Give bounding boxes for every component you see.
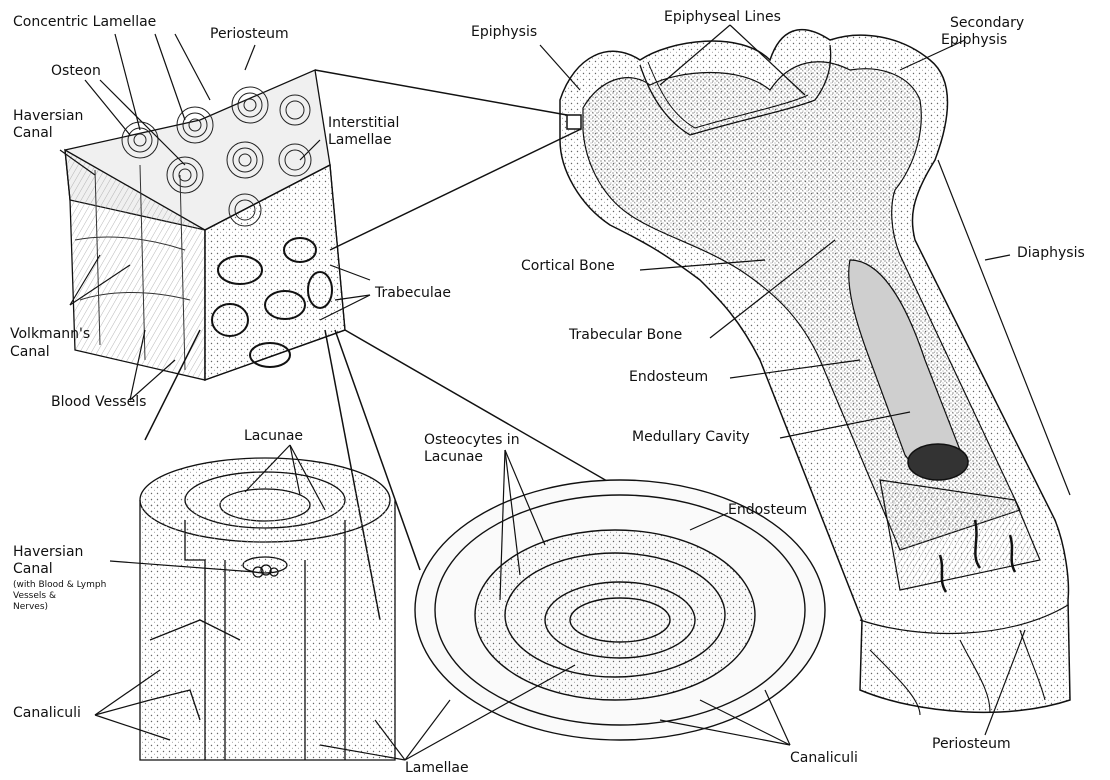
label-medullary-cavity: Medullary Cavity — [632, 429, 750, 446]
label-haversian-note-3: Nerves) — [13, 602, 48, 612]
label-cortical-bone: Cortical Bone — [521, 258, 615, 275]
label-haversian-canal-bottom-1: Haversian — [13, 544, 83, 561]
label-blood-vessels: Blood Vessels — [51, 394, 146, 411]
label-secondary-epiphysis-1: Secondary — [950, 15, 1024, 32]
label-secondary-epiphysis-2: Epiphysis — [941, 32, 1007, 49]
label-trabeculae: Trabeculae — [375, 285, 451, 302]
label-haversian-canal-bottom-2: Canal — [13, 561, 53, 578]
label-osteocytes-1: Osteocytes in — [424, 432, 520, 449]
label-lamellae: Lamellae — [405, 760, 469, 777]
label-periosteum-top: Periosteum — [210, 26, 289, 43]
label-epiphyseal-lines: Epiphyseal Lines — [664, 9, 781, 26]
label-haversian-canal-top-2: Canal — [13, 125, 53, 142]
label-epiphysis: Epiphysis — [471, 24, 537, 41]
label-osteon: Osteon — [51, 63, 101, 80]
label-lacunae: Lacunae — [244, 428, 303, 445]
label-haversian-note-1: (with Blood & Lymph — [13, 580, 106, 590]
label-diaphysis: Diaphysis — [1017, 245, 1085, 262]
label-canaliculi-left: Canaliculi — [13, 705, 81, 722]
label-periosteum-bottom: Periosteum — [932, 736, 1011, 753]
label-concentric-lamellae: Concentric Lamellae — [13, 14, 156, 31]
label-endosteum-right: Endosteum — [629, 369, 708, 386]
label-canaliculi-right: Canaliculi — [790, 750, 858, 767]
label-endosteum-bottom: Endosteum — [728, 502, 807, 519]
cross-section-oval — [415, 480, 825, 740]
label-volkmanns-canal-1: Volkmann's — [10, 326, 90, 343]
label-osteocytes-2: Lacunae — [424, 449, 483, 466]
label-interstitial-lamellae-1: Interstitial — [328, 115, 399, 132]
label-trabecular-bone: Trabecular Bone — [569, 327, 682, 344]
label-interstitial-lamellae-2: Lamellae — [328, 132, 392, 149]
label-volkmanns-canal-2: Canal — [10, 344, 50, 361]
osteon-cylinder — [140, 458, 395, 760]
label-haversian-note-2: Vessels & — [13, 591, 56, 601]
label-haversian-canal-top-1: Haversian — [13, 108, 83, 125]
cortical-block — [65, 70, 345, 380]
